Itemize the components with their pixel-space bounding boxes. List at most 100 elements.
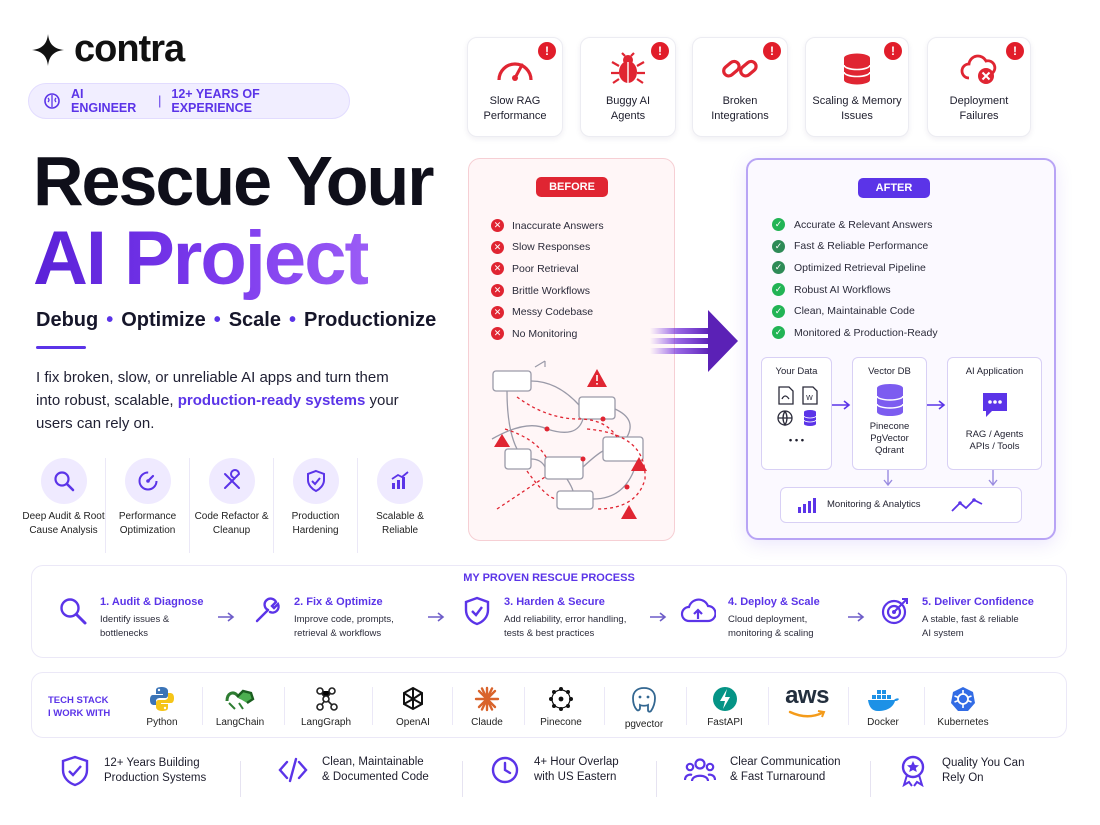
benefit-item: Clean, Maintainable& Documented Code xyxy=(278,755,429,785)
list-item-label: Clean, Maintainable Code xyxy=(794,305,915,318)
list-item: ✓Fast & Reliable Performance xyxy=(772,236,938,258)
service-item: Deep Audit & Root Cause Analysis xyxy=(22,458,107,553)
intro-part: I fix broken, slow, or unreliable AI app… xyxy=(36,369,389,409)
shield-check-icon xyxy=(464,596,490,626)
tech-tool: Claude xyxy=(446,685,528,728)
transform-arrow-icon xyxy=(650,310,738,372)
flow-arrow-icon xyxy=(927,400,946,410)
service-label: Scalable & Reliable xyxy=(376,511,424,536)
step-title: 2. Fix & Optimize xyxy=(294,596,383,608)
tech-tool: LangGraph xyxy=(285,685,367,728)
tool-label: LangChain xyxy=(215,717,265,728)
list-item-label: Slow Responses xyxy=(512,241,591,254)
claude-icon xyxy=(474,686,500,712)
process-step: 5. Deliver Confidence A stable, fast & r… xyxy=(880,596,1034,641)
benefit-line: with US Eastern xyxy=(534,771,617,783)
step-arrow-icon xyxy=(650,612,667,622)
list-item: ✓Clean, Maintainable Code xyxy=(772,300,938,322)
sparkle-logo-icon xyxy=(30,32,66,68)
tool-label: LangGraph xyxy=(300,717,352,728)
problem-card: ! Deployment Failures xyxy=(927,37,1031,137)
alert-badge: ! xyxy=(884,42,902,60)
step-desc: AI system xyxy=(922,628,964,639)
step-desc: monitoring & scaling xyxy=(728,628,814,639)
tech-tool: Kubernetes xyxy=(922,685,1004,728)
benefit-line: 4+ Hour Overlap xyxy=(534,756,619,768)
tool-label: Docker xyxy=(867,717,899,728)
list-item-label: Poor Retrieval xyxy=(512,262,579,275)
intro-highlight: production-ready systems xyxy=(177,392,366,409)
tech-tool: Docker xyxy=(842,685,924,728)
service-item: Performance Optimization xyxy=(106,458,191,553)
monitoring-label: Monitoring & Analytics xyxy=(827,499,921,510)
divider xyxy=(768,687,769,725)
process-step: 1. Audit & Diagnose Identify issues & bo… xyxy=(58,596,204,641)
x-icon: ✕ xyxy=(491,327,504,341)
vector-db-name: Pinecone xyxy=(869,421,910,432)
tagline-underline xyxy=(36,346,86,349)
alert-badge: ! xyxy=(1006,42,1024,60)
tagline-word: Debug xyxy=(36,309,99,331)
cloud-error-icon xyxy=(959,52,999,86)
tech-tool: aws xyxy=(766,683,848,719)
award-icon xyxy=(901,755,925,787)
list-item: ✕Slow Responses xyxy=(491,237,604,259)
list-item: ✓Optimized Retrieval Pipeline xyxy=(772,257,938,279)
tech-title-line: TECH STACK xyxy=(48,695,109,706)
process-step: 3. Harden & Secure Add reliability, erro… xyxy=(462,596,626,641)
divider xyxy=(202,687,203,725)
problem-label: Broken Integrations xyxy=(711,95,769,122)
services-row: Deep Audit & Root Cause Analysis Perform… xyxy=(22,458,442,553)
divider xyxy=(686,687,687,725)
problem-card: ! Buggy AI Agents xyxy=(580,37,676,137)
fastapi-icon xyxy=(713,687,737,711)
tangled-workflow-illustration xyxy=(491,360,647,519)
before-panel: BEFORE ✕Inaccurate Answers ✕Slow Respons… xyxy=(468,158,675,541)
arch-monitoring-box: Monitoring & Analytics xyxy=(780,487,1022,523)
openai-icon xyxy=(403,686,423,711)
tool-label: Kubernetes xyxy=(937,717,989,728)
brand: contra xyxy=(30,28,185,71)
tools-icon xyxy=(208,458,255,504)
data-sources-icon: W xyxy=(776,386,818,427)
clock-icon xyxy=(491,756,519,784)
list-item-label: Fast & Reliable Performance xyxy=(794,240,929,253)
langgraph-icon xyxy=(316,687,338,711)
service-item: Scalable & Reliable xyxy=(358,458,442,553)
tool-label: Python xyxy=(146,717,178,728)
problem-label: Buggy AI Agents xyxy=(605,95,651,122)
svg-text:W: W xyxy=(806,394,813,402)
list-item: ✓Accurate & Relevant Answers xyxy=(772,214,938,236)
role-separator: | xyxy=(158,94,162,108)
service-label: Production Hardening xyxy=(291,511,340,536)
divider xyxy=(924,687,925,725)
more-dots: • • • xyxy=(788,435,805,446)
vector-db-name: PgVector xyxy=(870,433,909,444)
tech-tool: pgvector xyxy=(603,685,685,730)
role-pill: AI ENGINEER | 12+ YEARS OF EXPERIENCE xyxy=(28,83,350,119)
alert-badge: ! xyxy=(538,42,556,60)
service-item: Code Refactor & Cleanup xyxy=(190,458,275,553)
problem-card: ! Slow RAG Performance xyxy=(467,37,563,137)
process-step: 2. Fix & Optimize Improve code, prompts,… xyxy=(252,596,394,641)
benefit-item: 4+ Hour Overlap with US Eastern xyxy=(490,755,619,785)
benefit-line: Production Systems xyxy=(104,772,207,784)
benefit-line: Quality You Can xyxy=(942,757,1025,769)
x-icon: ✕ xyxy=(491,284,504,298)
app-line: APIs / Tools xyxy=(969,441,1020,452)
list-item-label: Optimized Retrieval Pipeline xyxy=(794,261,926,274)
tagline-dot: • xyxy=(213,309,221,331)
tech-tool: FastAPI xyxy=(684,685,766,728)
divider xyxy=(452,687,453,725)
step-title: 4. Deploy & Scale xyxy=(728,596,820,608)
shield-icon xyxy=(292,458,339,504)
aws-icon xyxy=(788,710,826,718)
process-step: 4. Deploy & Scale Cloud deployment, moni… xyxy=(680,596,820,641)
list-item: ✕Inaccurate Answers xyxy=(491,215,604,237)
tool-label: OpenAI xyxy=(396,717,430,728)
divider xyxy=(524,687,525,725)
after-panel: AFTER ✓Accurate & Relevant Answers ✓Fast… xyxy=(746,158,1056,540)
list-item-label: Robust AI Workflows xyxy=(794,283,891,296)
